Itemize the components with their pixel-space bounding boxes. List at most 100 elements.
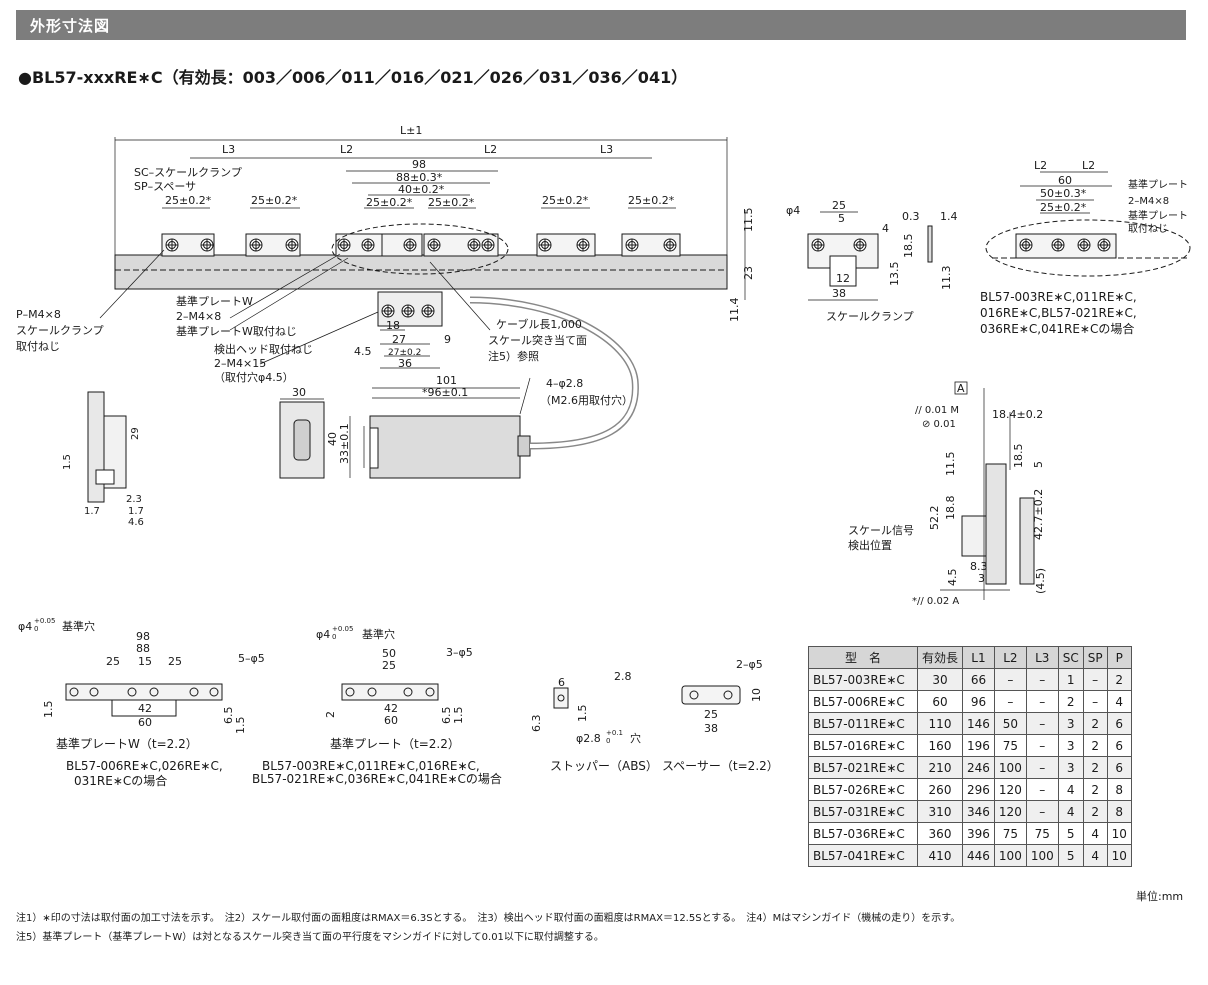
table-cell: 3: [1057, 734, 1084, 757]
table-cell: 346: [962, 800, 995, 823]
table-cell: BL57-026RE∗C: [808, 778, 918, 801]
dim-11-5: 11.5: [742, 208, 755, 233]
pw-ref: 基準穴: [62, 619, 95, 633]
pw-label: 基準プレートW（t=2.2）: [56, 736, 198, 751]
tr-l2a: L2: [1034, 159, 1047, 172]
clamp-18-5: 18.5: [902, 234, 915, 259]
table-cell: BL57-021RE∗C: [808, 756, 918, 779]
table-cell: 446: [962, 844, 995, 867]
dim-27-tol: 27±0.2: [388, 348, 421, 358]
label-head-screw: 検出ヘッド取付ねじ: [214, 342, 313, 356]
label-sp: SP–スペーサ: [134, 180, 196, 193]
table-cell: 120: [993, 800, 1027, 823]
clamp-13-5: 13.5: [888, 262, 901, 287]
table-cell: 310: [916, 800, 964, 823]
sr-52-2: 52.2: [928, 506, 941, 531]
dim-23: 23: [742, 266, 755, 280]
pw-1-5r: 1.5: [234, 717, 247, 735]
sp-label: スペーサー（t=2.2）: [662, 759, 779, 773]
sp-10: 10: [750, 688, 763, 702]
table-cell: 100: [993, 756, 1027, 779]
dim-96: *96±0.1: [422, 386, 468, 399]
sr-18-4: 18.4±0.2: [992, 408, 1043, 421]
dim-25d: 25±0.2*: [428, 196, 475, 209]
pw-88: 88: [136, 642, 150, 655]
table-cell: –: [1025, 800, 1059, 823]
st-hole-suffix: 穴: [630, 731, 641, 745]
table-cell: 6: [1106, 712, 1132, 735]
sr-5: 5: [1032, 461, 1045, 468]
table-cell: 10: [1106, 822, 1132, 845]
pw-42: 42: [138, 702, 152, 715]
dim-L2-right: L2: [484, 143, 497, 156]
dim-25a: 25±0.2*: [165, 194, 212, 207]
label-clamp-screw2: 取付ねじ: [16, 340, 60, 353]
tr-60: 60: [1058, 174, 1072, 187]
pp-25: 25: [382, 659, 396, 672]
col-p: P: [1106, 646, 1132, 669]
table-cell: 75: [1025, 822, 1059, 845]
pw-phi-tol: +0.05: [34, 617, 55, 625]
label-m26: （M2.6用取付穴）: [540, 393, 633, 407]
pw-98: 98: [136, 630, 150, 643]
sr-tol2: ⊘ 0.01: [922, 419, 956, 430]
pw-cap2: 031RE∗Cの場合: [74, 773, 167, 788]
clamp-25: 25: [832, 199, 846, 212]
table-cell: –: [1025, 690, 1059, 713]
table-cell: 396: [962, 822, 995, 845]
tr-caption1: BL57-003RE∗C,011RE∗C,: [980, 290, 1137, 304]
table-cell: BL57-041RE∗C: [808, 844, 918, 867]
label-hole45: （取付穴φ4.5）: [214, 370, 294, 384]
table-cell: 1: [1057, 668, 1084, 691]
table-cell: –: [1025, 756, 1059, 779]
table-cell: 6: [1106, 734, 1132, 757]
dim-L3-left: L3: [222, 143, 235, 156]
table-cell: –: [1025, 712, 1059, 735]
table-cell: BL57-031RE∗C: [808, 800, 918, 823]
sr-11-5: 11.5: [944, 452, 957, 477]
label-pm4: P–M4×8: [16, 308, 61, 321]
st-hole: φ2.8: [576, 732, 601, 745]
clamp-detail: φ4 25 5 4 18.5 13.5 12 38 0.3 1.4 11.3 ス…: [786, 199, 958, 323]
spacer-part: 2–φ5 10 25 38 スペーサー（t=2.2）: [662, 658, 779, 773]
st-6-3: 6.3: [530, 715, 543, 733]
pp-phi-tol: +0.05: [332, 625, 353, 633]
tr-caption3: 036RE∗C,041RE∗Cの場合: [980, 321, 1134, 336]
st-label: ストッパー（ABS）: [550, 759, 658, 773]
table-cell: 2: [1082, 756, 1108, 779]
pw-phi: φ4: [18, 620, 32, 633]
table-cell: 8: [1106, 778, 1132, 801]
table-cell: 100: [993, 844, 1027, 867]
table-cell: 4: [1057, 778, 1084, 801]
sr-tol1: // 0.01 M: [915, 405, 959, 416]
clamp-label: スケールクランプ: [826, 310, 914, 323]
dim-L3-right: L3: [600, 143, 613, 156]
table-cell: 110: [916, 712, 964, 735]
table-cell: 2: [1082, 734, 1108, 757]
dim-L: L±1: [400, 124, 422, 137]
table-cell: 146: [962, 712, 995, 735]
sl-1-5: 1.5: [62, 454, 73, 470]
dim-88: 88±0.3*: [396, 171, 443, 184]
pp-label: 基準プレート（t=2.2）: [330, 736, 460, 751]
table-cell: 2: [1082, 778, 1108, 801]
pw-1-5h: 1.5: [42, 701, 55, 719]
tr-l2b: L2: [1082, 159, 1095, 172]
table-cell: 4: [1082, 822, 1108, 845]
section-title: 外形寸法図: [30, 17, 111, 35]
sr-42-7: 42.7±0.2: [1032, 489, 1045, 540]
tr-plate-screw2: 取付ねじ: [1128, 222, 1168, 235]
table-cell: 60: [916, 690, 964, 713]
pw-25a: 25: [106, 655, 120, 668]
pp-1-5: 1.5: [452, 707, 465, 725]
sl-1-7a: 1.7: [84, 506, 100, 517]
tr-plate-screw1: 基準プレート: [1128, 209, 1188, 222]
table-cell: 4: [1106, 690, 1132, 713]
label-clamp-screw: スケールクランプ: [16, 324, 104, 337]
sr-datum-a: A: [957, 382, 965, 395]
table-cell: 3: [1057, 756, 1084, 779]
